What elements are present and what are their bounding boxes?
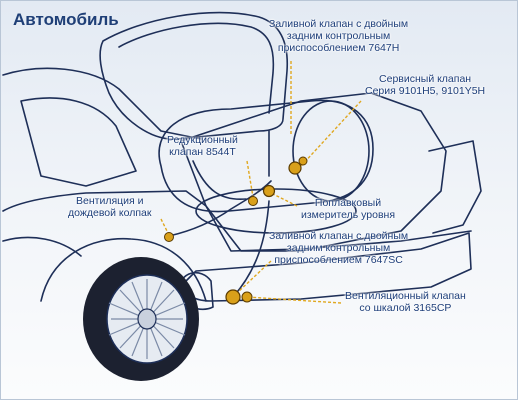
gas-pipe-3 [233, 201, 269, 297]
leader-float-gauge [271, 193, 297, 206]
filler-valve-bottom-component [226, 290, 240, 304]
leader-service-valve [301, 101, 361, 166]
callout-filler-valve-top: Заливной клапан с двойным задним контрол… [269, 18, 408, 54]
filler-valve-top-component [289, 162, 301, 174]
callout-vent-cap: Вентиляция и дождевой колпак [68, 195, 152, 219]
car-taillight [429, 141, 481, 233]
callout-vent-valve: Вентиляционный клапан со шкалой 3165CP [345, 290, 466, 314]
car-lower-body [3, 237, 81, 256]
reducer-valve-component [249, 197, 258, 206]
float-gauge-component [264, 186, 275, 197]
car-rear-window [21, 98, 136, 186]
callout-service-valve: Сервисный клапан Серия 9101H5, 9101Y5H [365, 73, 485, 97]
lpg-tank-end [293, 101, 369, 201]
service-valve-component [299, 157, 307, 165]
leader-reducer-valve [247, 161, 253, 197]
vent-cap-component [165, 233, 174, 242]
callout-float-gauge: Поплавковый измеритель уровня [301, 197, 395, 221]
callout-filler-valve-bottom: Заливной клапан с двойным задним контрол… [269, 230, 408, 266]
callout-reducer-valve: Редукционный клапан 8544T [167, 134, 238, 158]
rear-wheel [83, 257, 199, 381]
car-trunk-lid-inner [119, 23, 273, 113]
car-roofline [3, 68, 201, 139]
wheel-hub [138, 309, 156, 329]
vent-valve-component [242, 292, 252, 302]
